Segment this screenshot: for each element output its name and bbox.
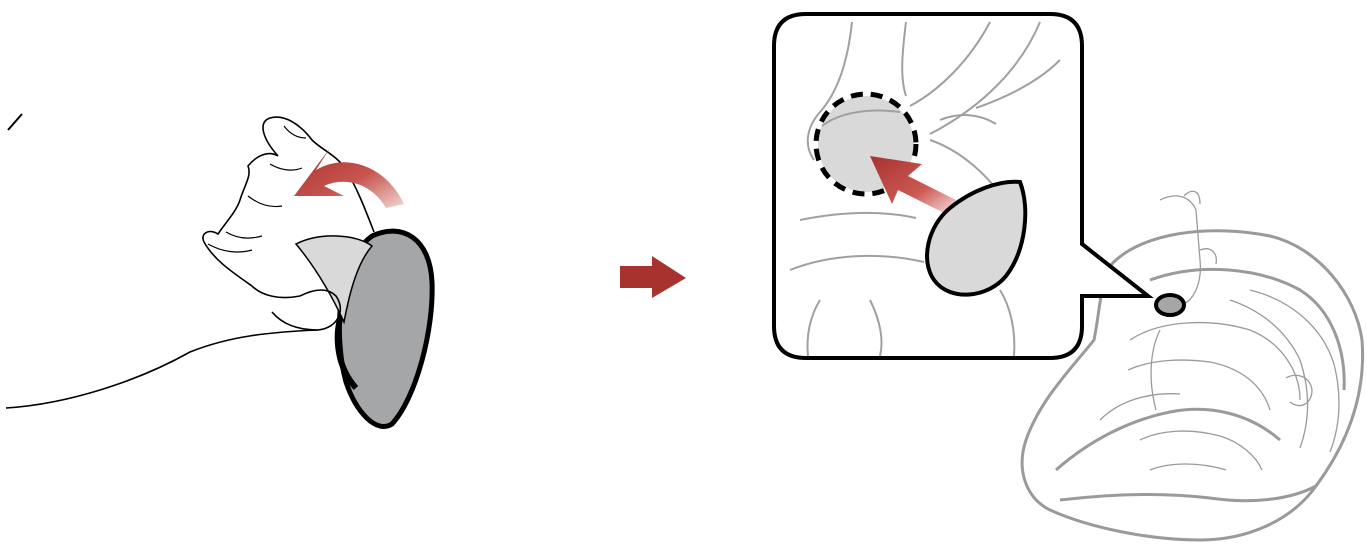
hand-edge-line — [8, 114, 22, 130]
curved-arrow-icon — [294, 148, 404, 208]
hand-outline — [6, 290, 340, 408]
hand-knuckle-lines — [208, 126, 306, 252]
step-peel-backing — [6, 114, 432, 426]
right-arrow-icon — [620, 256, 686, 298]
step-attach-pad — [774, 14, 1363, 540]
pad-location-marker — [1156, 295, 1184, 315]
helmet-inner-details — [1100, 191, 1339, 470]
